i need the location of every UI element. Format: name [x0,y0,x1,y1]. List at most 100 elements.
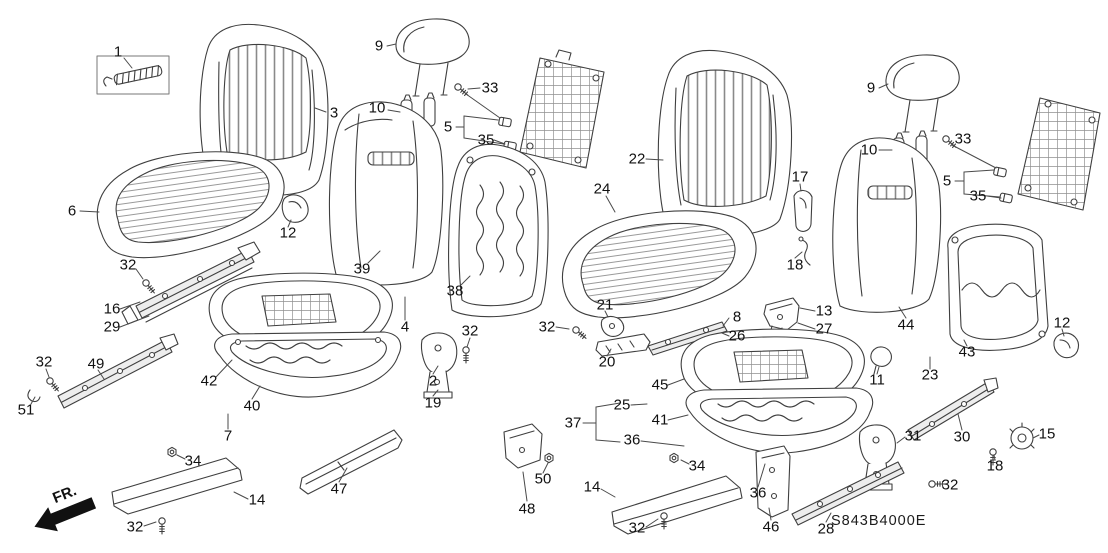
leader-line [522,471,528,502]
leader-line [367,250,381,264]
part-label-43: 43 [958,343,976,361]
leader-line [898,306,907,319]
leader-line [463,115,499,121]
leader-line [604,310,609,318]
part-label-14: 14 [248,491,266,509]
leader-line [338,467,348,483]
rail-cover-left [111,457,243,515]
part-label-33: 33 [954,130,972,148]
part-label-45: 45 [651,376,669,394]
part-label-32: 32 [461,322,479,340]
leader-lines [30,43,1065,528]
leader-line [645,158,664,161]
part-label-35: 35 [477,131,495,149]
leader-line [119,301,141,310]
leader-line [465,93,501,119]
leader-line [119,315,150,328]
leader-line [876,366,880,375]
part-label-30: 30 [953,428,971,446]
part-label-40: 40 [243,397,261,415]
part-label-42: 42 [200,372,218,390]
part-label-13: 13 [815,302,833,320]
leader-line [463,137,505,145]
part-label-46: 46 [762,518,780,536]
leader-line [1061,328,1065,337]
leader-line [493,139,506,145]
leader-line [951,144,997,169]
part-label-49: 49 [87,355,105,373]
part-label-32: 32 [628,519,646,537]
part-label-19: 19 [424,394,442,412]
part-label-4: 4 [400,318,410,336]
recliner-knob-right [1053,332,1080,359]
leader-line [963,169,995,173]
seat-back-cover-right [657,49,792,238]
cord-18 [798,236,811,266]
rail-cover-right [611,475,743,535]
part-label-20: 20 [598,353,616,371]
part-label-27: 27 [815,320,833,338]
part-label-12: 12 [279,224,297,242]
clip-51-icon [27,389,41,403]
part-label-36: 36 [623,431,641,449]
seat-back-pad-right [832,137,942,313]
leader-line [896,436,906,444]
headrest-right [885,54,960,133]
belt-guide-17 [793,189,813,232]
leader-line [606,348,612,357]
leader-line [233,491,249,500]
part-label-51: 51 [17,401,35,419]
leader-line [768,507,772,521]
leader-line [963,339,968,347]
part-label-32: 32 [119,256,137,274]
part-label-5: 5 [443,118,453,136]
seat-back-frame-left [448,143,549,318]
part-label-11: 11 [869,371,885,389]
part-label-41: 41 [651,411,669,429]
part-1-coil [96,55,170,95]
part-label-8: 8 [732,308,742,326]
seat-back-panel-right [1017,97,1101,211]
part-label-15: 15 [1038,425,1056,443]
part-label-14: 14 [583,478,601,496]
leader-line [667,414,689,421]
leader-line [176,454,186,460]
leader-line [667,378,685,386]
part-label-6: 6 [67,202,77,220]
leader-line [721,332,730,337]
leader-line [722,317,730,327]
leader-line [1032,434,1040,439]
part-label-22: 22 [628,150,646,168]
part-label-29: 29 [103,318,121,336]
part-label-32: 32 [35,353,53,371]
leader-line [555,326,570,330]
leader-line [986,195,1002,199]
part-label-10: 10 [368,99,386,117]
leader-line [797,322,816,330]
leader-line [30,396,36,405]
part-label-24: 24 [593,180,611,198]
seat-back-pad-left [328,101,444,286]
leader-line [605,195,616,213]
part-label-36: 36 [749,484,767,502]
leader-line [595,439,621,443]
adjuster-knob-15 [1009,422,1035,450]
bracket-48 [503,423,543,469]
leader-line [542,462,549,474]
part-label-37: 37 [564,414,582,432]
seat-cushion-left [96,151,285,259]
leader-line [386,43,397,47]
leader-line [287,219,292,228]
leader-line [645,518,659,528]
hook-11 [870,346,892,375]
part-label-39: 39 [353,260,371,278]
leader-line [97,369,105,380]
leader-line [825,512,832,523]
part-label-31: 31 [904,427,922,445]
leader-line [432,365,439,375]
part-label-16: 16 [103,300,121,318]
part-label-48: 48 [518,500,536,518]
leader-line [595,402,621,408]
part-label-25: 25 [613,396,631,414]
